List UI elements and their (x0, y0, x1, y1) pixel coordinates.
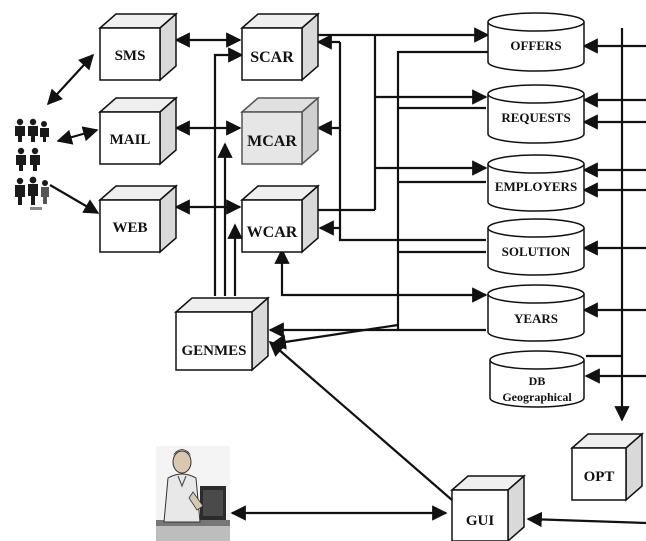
gui-label: GUI (466, 513, 495, 529)
genmes-label: GENMES (181, 343, 246, 359)
employers-label: EMPLOYERS (495, 179, 577, 194)
mail-label: MAIL (110, 132, 151, 148)
wcar-box: WCAR (240, 184, 320, 254)
web-label: WEB (112, 220, 147, 236)
bus-solution-wcar (318, 220, 486, 242)
opt-label: OPT (584, 469, 615, 485)
connectors (46, 27, 646, 528)
bus-vertical-c (396, 50, 488, 330)
requests-label: REQUESTS (501, 110, 570, 125)
dbgeo-label-line2: Geographical (502, 390, 572, 404)
db-employers: EMPLOYERS (487, 154, 585, 212)
db-requests: REQUESTS (487, 84, 585, 144)
db-geographical: DB Geographical (489, 350, 585, 408)
right-to-gui-arrow (526, 511, 646, 528)
years-label: YEARS (514, 311, 558, 326)
users-web-arrow (49, 184, 100, 214)
sms-label: SMS (115, 48, 146, 64)
gui-genmes-arrow (268, 340, 453, 501)
web-box: WEB (98, 184, 178, 254)
users-sms-arrow (46, 53, 95, 106)
solution-label: SOLUTION (502, 244, 571, 259)
bus-genmes-arrow (270, 323, 399, 350)
users-mail-arrow (56, 126, 99, 145)
db-offers: OFFERS (487, 12, 585, 72)
wcar-label: WCAR (247, 224, 298, 241)
mcar-box: MCAR (240, 96, 320, 166)
scar-label: SCAR (250, 49, 294, 66)
years-wcar-loop (274, 248, 488, 303)
db-solution: SOLUTION (487, 218, 585, 276)
operator-at-computer-icon (156, 446, 230, 541)
dbgeo-label-line1: DB (529, 374, 546, 388)
opt-box: OPT (570, 432, 644, 502)
db-years: YEARS (487, 284, 585, 342)
people-group-icon (15, 118, 49, 210)
sms-box: SMS (98, 12, 178, 82)
genmes-scar-line (213, 47, 244, 296)
mail-box: MAIL (98, 96, 178, 166)
scar-box: SCAR (240, 12, 320, 82)
offers-label: OFFERS (510, 38, 561, 53)
mcar-label: MCAR (247, 133, 297, 150)
gui-box: GUI (450, 474, 526, 541)
genmes-box: GENMES (174, 296, 270, 372)
